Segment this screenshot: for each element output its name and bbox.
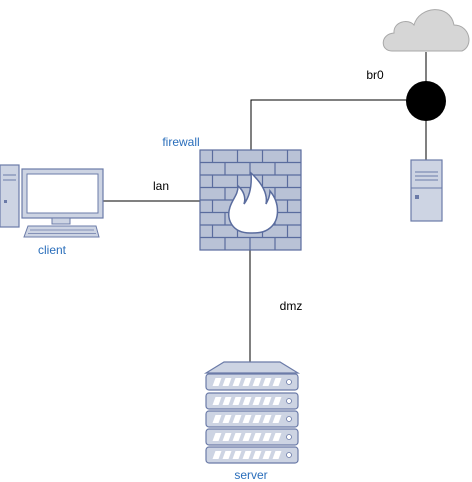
cloud-node[interactable] [382, 9, 470, 52]
tower-server-icon [410, 159, 443, 222]
firewall-icon [199, 149, 302, 251]
flame-icon [228, 171, 279, 234]
dmz-label: dmz [280, 299, 303, 313]
client-label: client [38, 243, 67, 257]
rack-unit [205, 428, 299, 446]
hub-node[interactable] [406, 81, 446, 121]
tower-node[interactable] [410, 159, 443, 222]
lan-label: lan [153, 179, 169, 193]
rack-unit [205, 392, 299, 410]
br0-link [250, 99, 408, 150]
connections [100, 52, 427, 362]
rack-unit [205, 446, 299, 464]
rack-unit [205, 410, 299, 428]
client-node[interactable]: client [0, 164, 104, 257]
cloud-icon [382, 9, 470, 52]
firewall-label: firewall [162, 135, 199, 149]
rack-unit [205, 373, 299, 391]
desktop-pc-icon [0, 164, 104, 238]
server-label: server [234, 468, 267, 482]
br0-label: br0 [366, 68, 384, 82]
firewall-node[interactable]: firewall [162, 135, 302, 251]
server-rack-icon [203, 361, 301, 464]
bridge-hub-icon [406, 81, 446, 121]
server-node[interactable]: server [203, 361, 301, 482]
